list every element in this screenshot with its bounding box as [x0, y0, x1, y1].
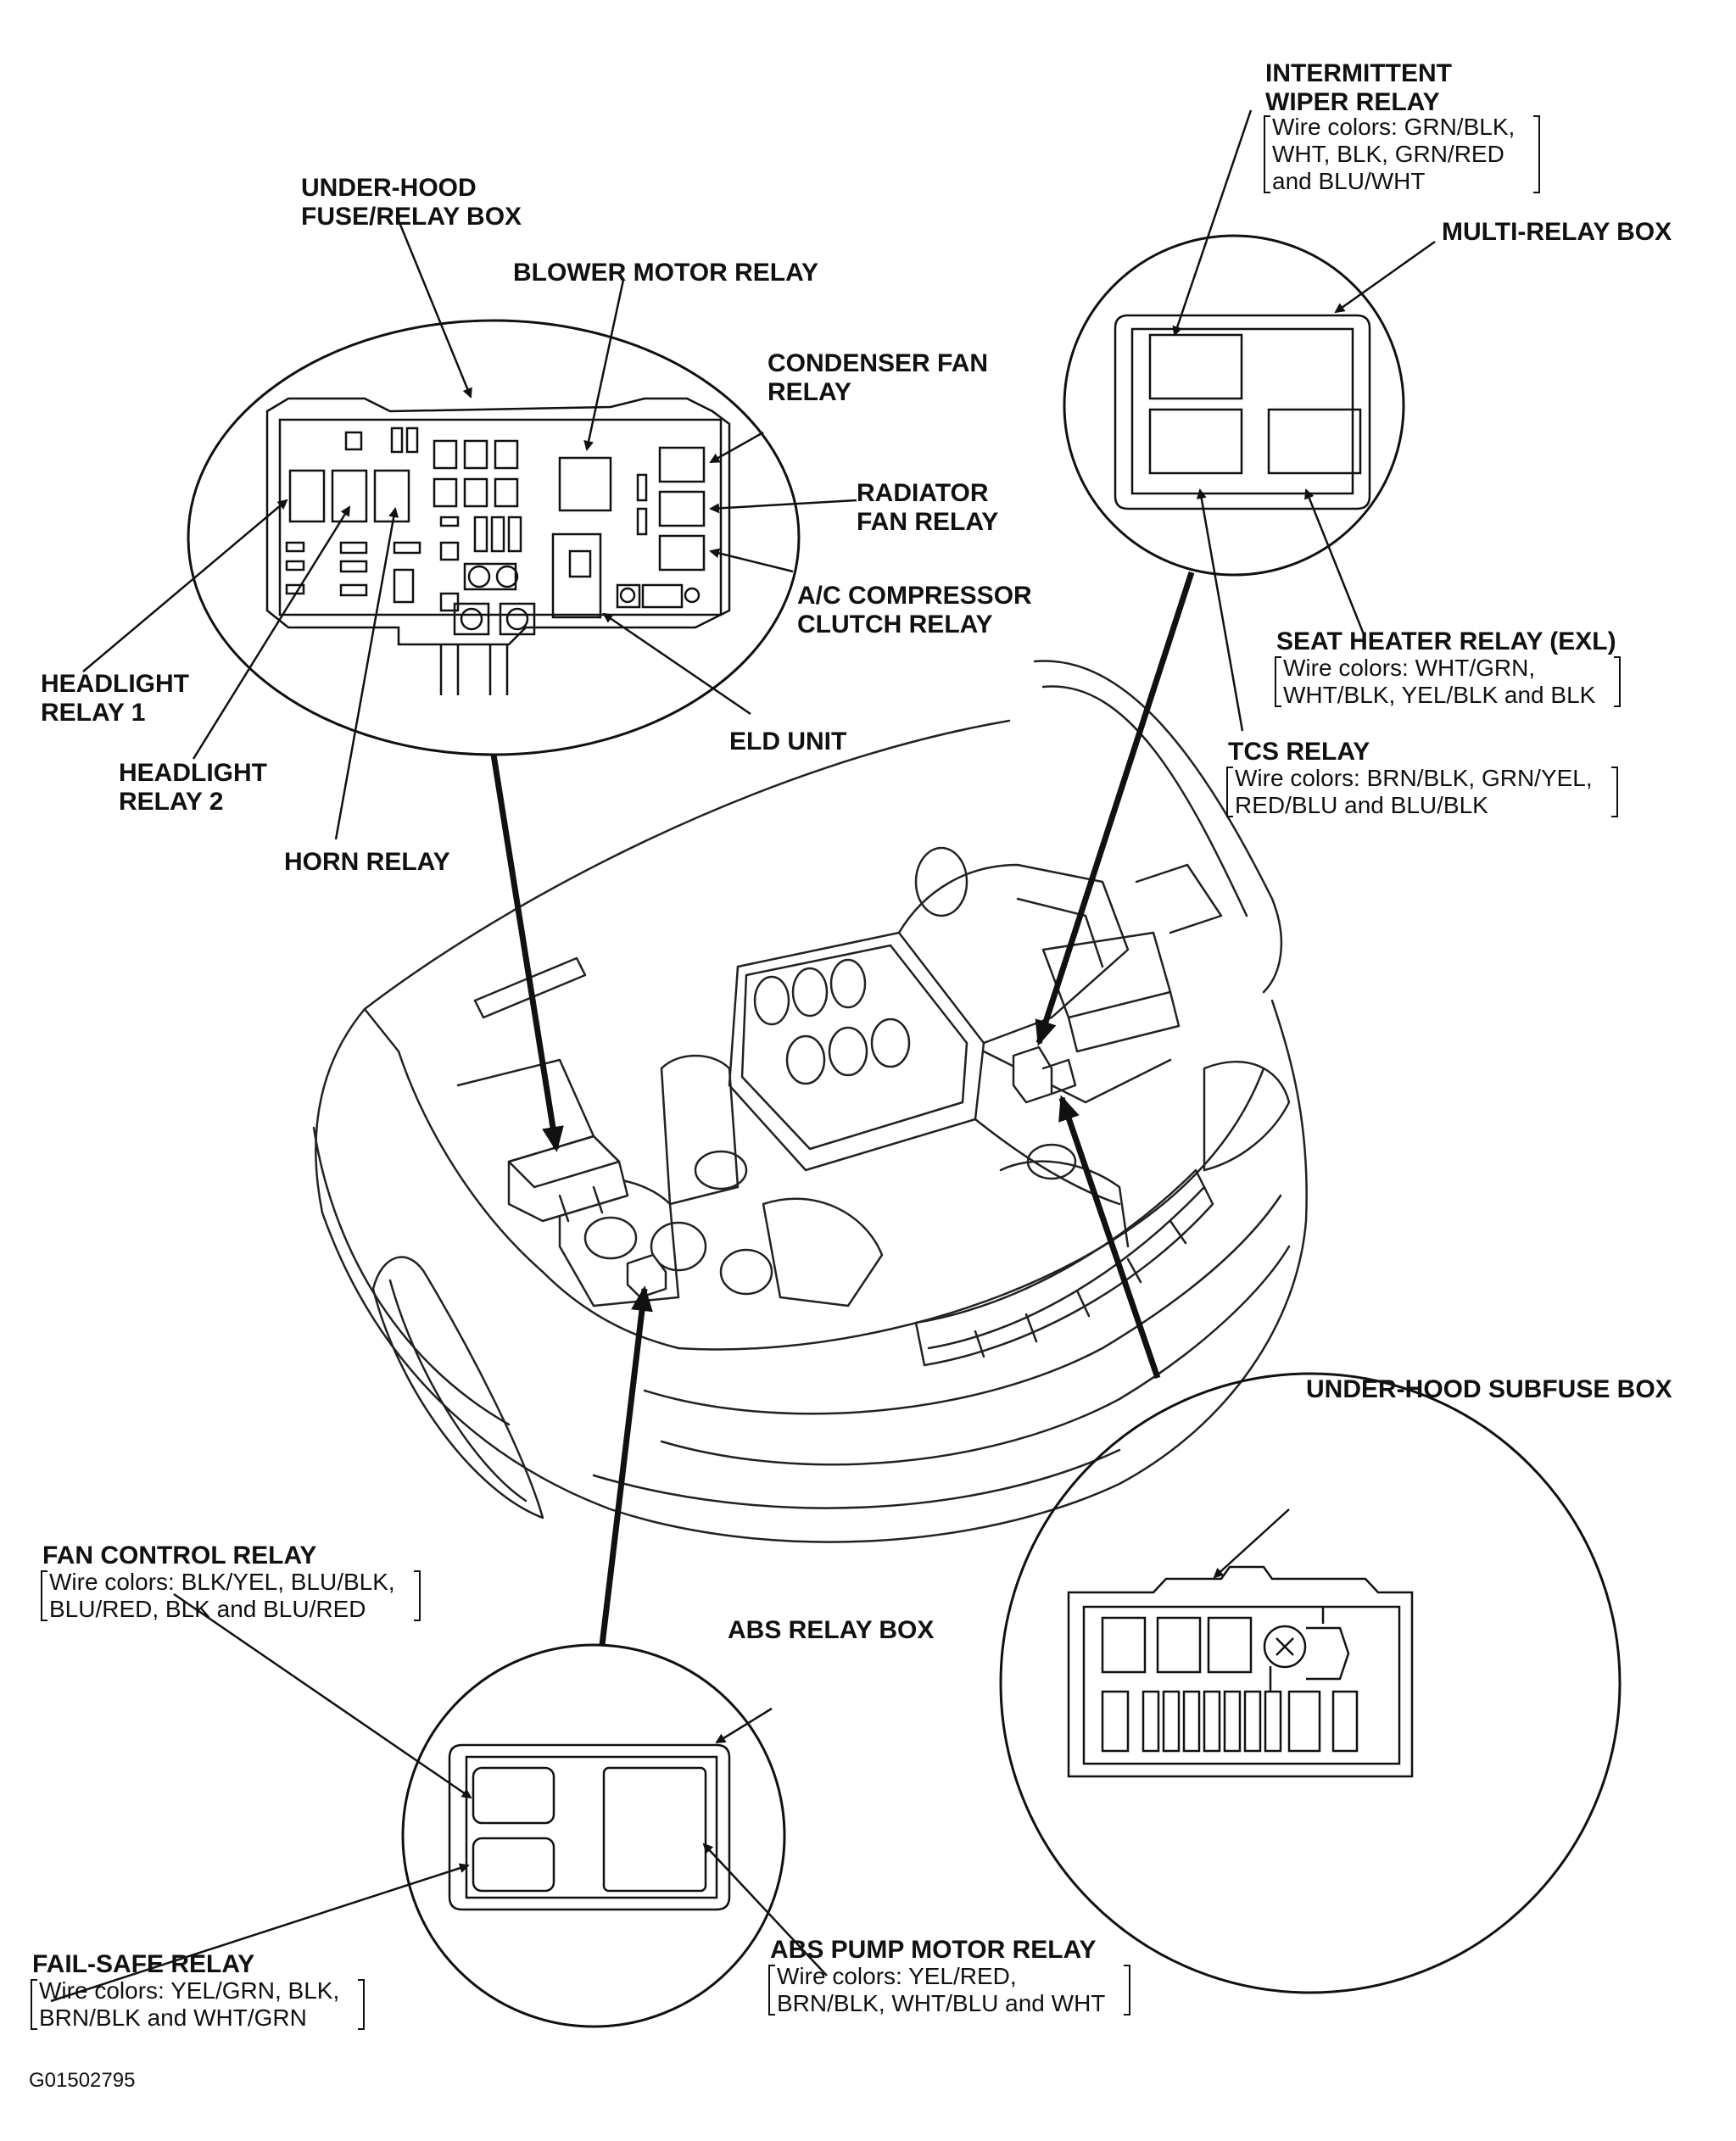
wire-colors-fan-control-relay: Wire colors: BLK/YEL, BLU/BLK, BLU/RED, … — [41, 1569, 421, 1623]
label-ac-compressor-clutch-relay: A/C COMPRESSOR CLUTCH RELAY — [797, 582, 1032, 638]
leader-abs-pump — [702, 1843, 828, 1977]
label-intermittent-wiper-relay: INTERMITTENT WIPER RELAY — [1265, 59, 1452, 116]
leader-headlight-2 — [192, 505, 351, 760]
leader-eld — [602, 612, 751, 716]
label-multi-relay-box: MULTI-RELAY BOX — [1442, 218, 1672, 246]
arrow-to-abs — [599, 1285, 653, 1646]
abs-relay-box-detail — [401, 1643, 786, 2028]
wire-colors-abs-pump-motor-relay: Wire colors: YEL/RED, BRN/BLK, WHT/BLU a… — [768, 1963, 1131, 2017]
label-seat-heater-relay: SEAT HEATER RELAY (EXL) — [1276, 627, 1616, 655]
under-hood-subfuse-box-detail — [999, 1372, 1622, 1994]
arrow-to-fuse-box — [490, 754, 564, 1152]
figure-code: G01502795 — [29, 2069, 136, 2092]
wire-colors-fail-safe-relay: Wire colors: YEL/GRN, BLK, BRN/BLK and W… — [31, 1977, 366, 2032]
leader-subfuse — [1213, 1508, 1290, 1579]
leader-ac — [709, 548, 794, 573]
leader-fuse-box — [397, 220, 472, 399]
leader-multi-relay — [1334, 240, 1436, 314]
under-hood-fuse-relay-box-detail — [187, 319, 801, 756]
leader-fan-control — [173, 1592, 472, 1799]
leader-headlight-1 — [82, 499, 288, 672]
label-fail-safe-relay: FAIL-SAFE RELAY — [32, 1950, 255, 1978]
leader-tcs — [1196, 488, 1244, 732]
leader-seat-heater — [1304, 488, 1365, 635]
leader-radiator — [709, 499, 857, 514]
label-fan-control-relay: FAN CONTROL RELAY — [42, 1542, 317, 1570]
leader-horn — [334, 507, 399, 840]
wire-colors-intermittent-wiper-relay: Wire colors: GRN/BLK, WHT, BLK, GRN/RED … — [1264, 114, 1541, 195]
leader-fail-safe — [50, 1863, 470, 2003]
arrow-to-subfuse — [1058, 1095, 1161, 1380]
label-under-hood-fuse-relay-box: UNDER-HOOD FUSE/RELAY BOX — [301, 174, 522, 231]
label-headlight-relay-2: HEADLIGHT RELAY 2 — [119, 759, 267, 816]
leader-lines — [50, 109, 1436, 2003]
label-abs-pump-motor-relay: ABS PUMP MOTOR RELAY — [770, 1936, 1097, 1964]
label-condenser-fan-relay: CONDENSER FAN RELAY — [768, 349, 989, 406]
leader-abs-box — [715, 1707, 773, 1744]
leader-condenser — [709, 431, 764, 464]
label-blower-motor-relay: BLOWER MOTOR RELAY — [513, 259, 819, 287]
multi-relay-box-detail — [1063, 234, 1405, 577]
leader-wiper — [1172, 109, 1253, 337]
label-tcs-relay: TCS RELAY — [1228, 738, 1370, 766]
location-arrows — [490, 571, 1195, 1646]
label-abs-relay-box: ABS RELAY BOX — [728, 1616, 935, 1644]
label-horn-relay: HORN RELAY — [284, 848, 450, 876]
label-eld-unit: ELD UNIT — [729, 728, 847, 755]
wire-colors-tcs-relay: Wire colors: BRN/BLK, GRN/YEL, RED/BLU a… — [1226, 765, 1618, 819]
label-radiator-fan-relay: RADIATOR FAN RELAY — [857, 479, 999, 536]
wire-colors-seat-heater-relay: Wire colors: WHT/GRN, WHT/BLK, YEL/BLK a… — [1275, 655, 1622, 709]
arrow-to-multi-relay — [1035, 571, 1195, 1046]
label-headlight-relay-1: HEADLIGHT RELAY 1 — [41, 670, 189, 727]
label-under-hood-subfuse-box: UNDER-HOOD SUBFUSE BOX — [1306, 1375, 1672, 1403]
leader-blower — [583, 279, 625, 451]
car-engine-bay — [312, 660, 1308, 1543]
